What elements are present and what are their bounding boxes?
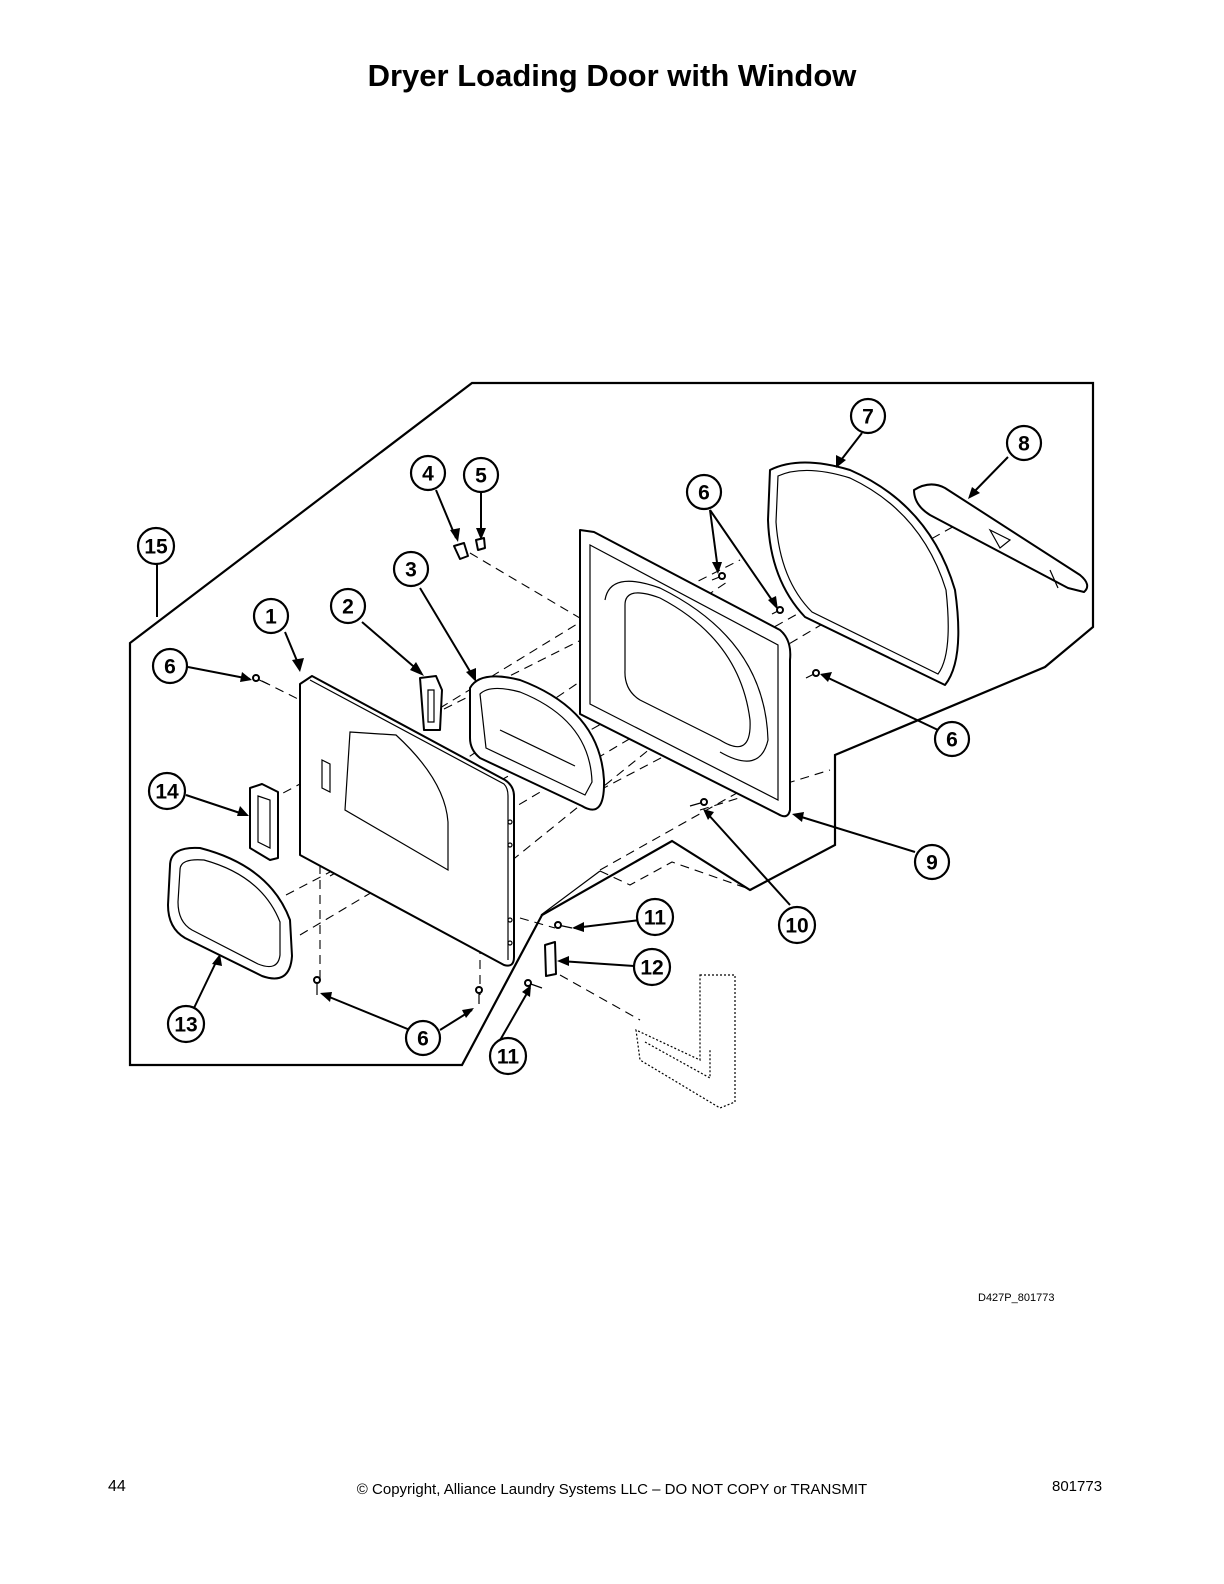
screw-6-bottom-right <box>475 986 483 1004</box>
screw-6-top-right <box>771 606 784 615</box>
screw-6-bottom-left <box>313 976 321 995</box>
callout-12-label: 12 <box>640 957 663 980</box>
part-hinge <box>544 941 557 977</box>
part-inner-door-frame <box>579 529 792 818</box>
callout-11-lower: 11 <box>488 1036 528 1076</box>
screw-6-right <box>805 669 820 679</box>
callout-14-label: 14 <box>155 781 179 804</box>
callout-9: 9 <box>913 843 951 881</box>
callout-11a-label: 11 <box>644 907 667 930</box>
callout-6-right: 6 <box>933 720 971 758</box>
arrowheads <box>212 455 980 1018</box>
callout-6-top: 6 <box>685 473 723 511</box>
part-door-panel <box>299 675 515 967</box>
callout-8: 8 <box>1005 424 1043 462</box>
drawing-id: D427P_801773 <box>978 1292 1055 1304</box>
part-inner-window <box>469 675 606 811</box>
callout-1-label: 1 <box>265 606 277 629</box>
page-title: Dryer Loading Door with Window <box>367 58 857 93</box>
callout-1: 1 <box>252 597 290 635</box>
callout-15-label: 15 <box>144 536 168 559</box>
callout-6-bottom: 6 <box>404 1019 442 1057</box>
callout-12: 12 <box>632 947 672 987</box>
callout-9-label: 9 <box>926 852 938 875</box>
part-window-trim <box>249 783 279 861</box>
callout-3-label: 3 <box>405 559 417 582</box>
callout-14: 14 <box>147 771 187 811</box>
leader-lines <box>156 432 1009 1043</box>
callout-6c-label: 6 <box>946 729 958 752</box>
copyright-notice: © Copyright, Alliance Laundry Systems LL… <box>356 1481 868 1498</box>
callout-13-label: 13 <box>174 1014 197 1037</box>
callout-7-label: 7 <box>862 406 874 429</box>
screw-6-left <box>252 674 269 685</box>
callout-4-label: 4 <box>422 463 434 486</box>
callout-6-upper-left: 6 <box>151 647 189 685</box>
callout-7: 7 <box>849 397 887 435</box>
assembly-boundary <box>128 381 1095 1067</box>
callout-15: 15 <box>136 526 176 566</box>
callout-11-upper: 11 <box>635 897 675 937</box>
part-clip-4 <box>453 542 469 560</box>
part-latch-strike <box>419 675 443 731</box>
callout-6d-label: 6 <box>417 1028 429 1051</box>
part-clip-5 <box>475 537 486 551</box>
callout-8-label: 8 <box>1018 433 1030 456</box>
part-outer-window <box>167 846 293 980</box>
callout-5: 5 <box>462 456 500 494</box>
callout-6b-label: 6 <box>698 482 710 505</box>
callout-10-label: 10 <box>785 915 808 938</box>
part-door-handle <box>913 483 1089 593</box>
callout-2-label: 2 <box>342 596 354 619</box>
cabinet-bracket-reference <box>635 974 736 1109</box>
page-number: 44 <box>108 1478 126 1495</box>
callout-4: 4 <box>409 454 447 492</box>
screw-6-top <box>711 572 726 581</box>
screw-10 <box>689 798 708 807</box>
screw-11-lower <box>524 979 543 989</box>
callout-5-label: 5 <box>475 465 487 488</box>
callout-13: 13 <box>166 1004 206 1044</box>
screw-11-upper <box>554 921 573 929</box>
part-door-gasket <box>767 461 960 686</box>
callout-11b-label: 11 <box>497 1046 520 1069</box>
document-number: 801773 <box>1052 1478 1103 1495</box>
callout-10: 10 <box>777 905 817 945</box>
callout-6a-label: 6 <box>164 656 176 679</box>
callout-2: 2 <box>329 587 367 625</box>
callout-3: 3 <box>392 550 430 588</box>
screws <box>252 572 820 1004</box>
